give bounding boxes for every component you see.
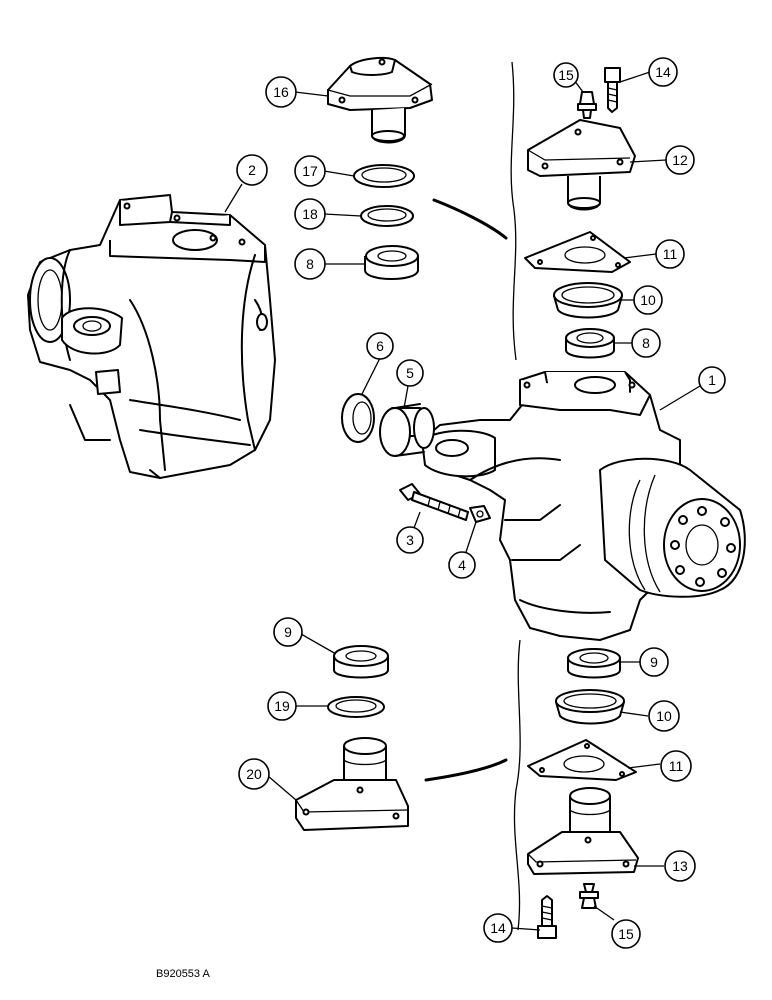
upper-cap-part-12 [527,119,636,211]
callout-label: 20 [246,766,262,782]
callout-5: 5 [396,359,424,387]
callout-label: 14 [490,920,506,936]
callout-label: 14 [655,64,671,80]
callout-14-bottom: 14 [483,913,513,943]
callout-label: 4 [458,557,466,573]
grease-fitting-part-15-top [577,91,597,119]
leader-lines [224,71,701,931]
callout-label: 16 [273,84,289,100]
lower-cap-part-13 [527,787,639,875]
callout-label: 9 [284,624,292,640]
callout-label: 5 [406,365,414,381]
callout-label: 15 [618,926,634,942]
callout-label: 2 [248,162,256,178]
callout-label: 8 [642,335,650,351]
grease-fitting-part-15-bottom [579,883,599,909]
seal-ring-part-17 [353,164,415,188]
bearing-part-8-upper-left [364,245,419,280]
bolt-part-14-top [604,67,621,113]
callout-13: 13 [664,850,696,882]
callout-label: 15 [558,67,574,83]
callout-label: 19 [274,698,290,714]
callout-label: 13 [672,858,688,874]
callout-4: 4 [448,551,476,579]
callout-label: 10 [640,292,656,308]
callout-2: 2 [236,154,268,186]
callout-14-top: 14 [648,57,678,87]
upper-cap-part-16 [327,57,433,144]
callout-17: 17 [294,155,326,187]
nut-part-4 [469,505,491,523]
callout-11-lower: 11 [660,750,692,782]
bolt-part-14-bottom [537,895,557,939]
callout-10-upper: 10 [633,285,663,315]
seal-ring-part-19 [327,696,385,718]
callout-label: 3 [406,532,414,548]
callout-6: 6 [366,332,394,360]
callout-label: 9 [650,654,658,670]
callout-label: 10 [656,708,672,724]
callout-15-bottom: 15 [611,919,641,949]
seal-part-6 [341,393,375,443]
callout-9-left: 9 [273,617,303,647]
callout-18: 18 [294,198,326,230]
figure-reference-code: B920553 A [156,968,210,980]
callout-12: 12 [665,145,695,175]
steering-knuckle-part [421,371,746,641]
callout-label: 17 [302,163,318,179]
bearing-part-9-lower-left [333,645,389,679]
bearing-part-9-lower-right [567,648,621,679]
callout-15-top: 15 [553,62,579,88]
callout-19: 19 [267,691,297,721]
callout-label: 11 [669,758,684,774]
callout-3: 3 [396,526,424,554]
shim-part-11-upper [524,231,631,273]
bushing-part-5 [379,403,435,457]
callout-label: 18 [302,206,318,222]
break-lines [424,61,521,931]
callout-label: 8 [306,256,314,272]
bolt-part-3 [399,483,469,521]
callout-20: 20 [238,758,270,790]
callout-9-right: 9 [639,647,669,677]
lower-cap-part-20 [295,737,409,831]
knuckle-housing-part [27,194,276,479]
callout-label: 6 [376,338,384,354]
callout-label: 12 [672,152,688,168]
callout-10-lower: 10 [648,700,680,732]
bearing-cup-part-10-lower [555,689,625,725]
shim-part-11-lower [527,739,637,781]
callout-8-right: 8 [631,328,661,358]
callout-1: 1 [698,366,726,394]
callout-label: 11 [663,246,678,262]
bearing-cup-part-10-upper [553,282,623,319]
bearing-part-8-upper-right [565,328,615,359]
callout-8-left: 8 [294,248,326,280]
spacer-ring-part-18 [360,205,414,227]
callout-label: 1 [708,372,716,388]
callout-16: 16 [265,76,297,108]
callout-11-upper: 11 [655,239,685,269]
